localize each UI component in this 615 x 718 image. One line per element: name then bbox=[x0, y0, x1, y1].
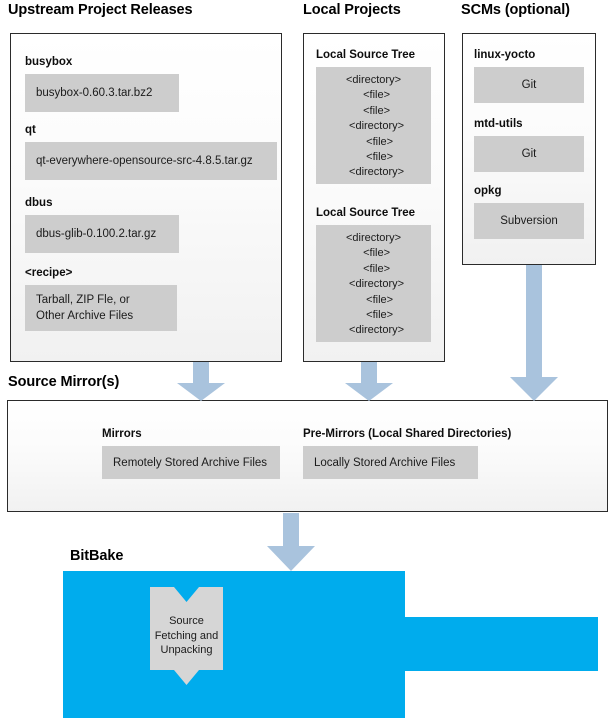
arrow-down-icon-upstream-to-mirror bbox=[177, 362, 225, 401]
tree-node: <file> bbox=[356, 89, 391, 102]
tree-node: <file> bbox=[356, 247, 391, 260]
item-label-dbus: dbus bbox=[25, 197, 53, 209]
item-label-mirrors: Mirrors bbox=[102, 428, 142, 440]
item-label-mtd-utils: mtd-utils bbox=[474, 118, 523, 130]
item-label-linux-yocto: linux-yocto bbox=[474, 49, 536, 61]
item-label-opkg: opkg bbox=[474, 185, 502, 197]
item-label-qt: qt bbox=[25, 124, 36, 136]
tree-node: <file> bbox=[353, 309, 394, 322]
mirror-box-remote: Remotely Stored Archive Files bbox=[102, 446, 280, 479]
tree-node: <directory> bbox=[342, 166, 405, 179]
bitbake-main-block bbox=[63, 571, 405, 718]
item-label-busybox: busybox bbox=[25, 56, 73, 68]
item-label-recipe: <recipe> bbox=[25, 267, 73, 279]
tree-node: <file> bbox=[353, 293, 394, 306]
archive-box-recipe: Tarball, ZIP Fle, or Other Archive Files bbox=[25, 285, 177, 331]
tree-node: <file> bbox=[356, 262, 391, 275]
mirror-box-local: Locally Stored Archive Files bbox=[303, 446, 478, 479]
arrow-down-icon-local-to-mirror bbox=[345, 362, 393, 401]
tree-node: <directory> bbox=[342, 120, 405, 133]
page-title-upstream: Upstream Project Releases bbox=[8, 2, 193, 18]
source-fetching-and-unpacking-card: Source Fetching and Unpacking bbox=[150, 587, 223, 685]
arrow-down-icon-mirror-to-bitbake bbox=[267, 513, 315, 571]
tree-node: <directory> bbox=[342, 324, 405, 337]
archive-box-dbus: dbus-glib-0.100.2.tar.gz bbox=[25, 215, 179, 253]
item-label-pre-mirrors: Pre-Mirrors (Local Shared Directories) bbox=[303, 428, 512, 440]
page-title-bitbake: BitBake bbox=[70, 548, 124, 564]
item-label-local-source-tree-2: Local Source Tree bbox=[316, 207, 416, 219]
archive-box-recipe-line1: Tarball, ZIP Fle, or bbox=[36, 294, 130, 306]
tree-node: <directory> bbox=[342, 278, 405, 291]
tree-node: <file> bbox=[353, 151, 394, 164]
scm-box-mtd-utils: Git bbox=[474, 136, 584, 172]
tree-node: <file> bbox=[353, 135, 394, 148]
item-label-local-source-tree-1: Local Source Tree bbox=[316, 49, 416, 61]
page-title-local-projects: Local Projects bbox=[303, 2, 401, 18]
archive-box-recipe-line2: Other Archive Files bbox=[36, 310, 134, 322]
archive-box-qt: qt-everywhere-opensource-src-4.8.5.tar.g… bbox=[25, 142, 277, 180]
tree-node: <directory> bbox=[345, 232, 402, 244]
source-tree-box-2: <directory> <file> <file> <directory> <f… bbox=[316, 225, 431, 342]
bitbake-extension-band bbox=[393, 617, 598, 671]
scm-box-linux-yocto: Git bbox=[474, 67, 584, 103]
chevron-card-shape-icon bbox=[150, 587, 223, 685]
arrow-down-icon-scms-to-mirror bbox=[510, 265, 558, 401]
source-tree-box-1: <directory> <file> <file> <directory> <f… bbox=[316, 67, 431, 184]
page-title-scms: SCMs (optional) bbox=[461, 2, 570, 18]
scm-box-opkg: Subversion bbox=[474, 203, 584, 239]
page-title-source-mirrors: Source Mirror(s) bbox=[8, 374, 120, 390]
bitbake-process-shape: Source Fetching and Unpacking bbox=[63, 571, 598, 718]
tree-node: <file> bbox=[356, 104, 391, 117]
tree-node: <directory> bbox=[345, 74, 402, 86]
archive-box-busybox: busybox-0.60.3.tar.bz2 bbox=[25, 74, 179, 112]
